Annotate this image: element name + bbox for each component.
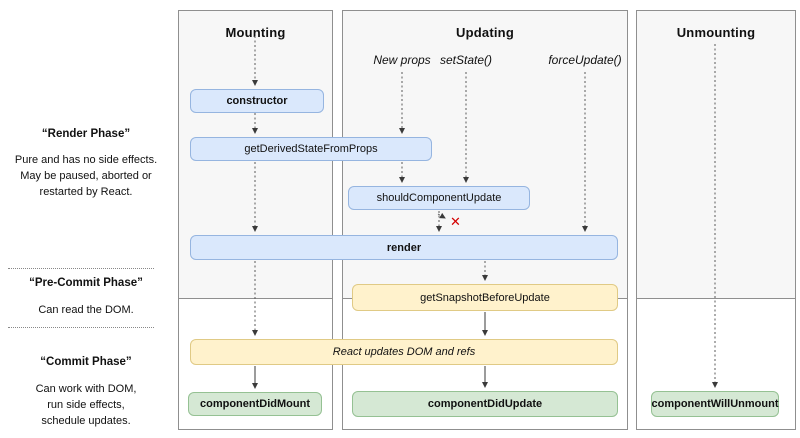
trigger-force-update: forceUpdate() [548, 53, 622, 67]
node-react-updates-dom-and-refs: React updates DOM and refs [190, 339, 618, 365]
commit-phase-description: Can work with DOM, run side effects, sch… [0, 381, 172, 429]
pre-commit-phase-description: Can read the DOM. [0, 302, 172, 318]
node-render: render [190, 235, 618, 260]
render-phase-desc-line: restarted by React. [39, 186, 133, 198]
commit-phase-title: “Commit Phase” [40, 356, 132, 368]
pre-commit-desc-line: Can read the DOM. [38, 304, 134, 316]
render-phase-description: Pure and has no side effects. May be pau… [0, 152, 172, 200]
unmounting-column-header: Unmounting [676, 25, 756, 40]
trigger-new-props: New props [373, 53, 431, 67]
pre-commit-phase-title: “Pre-Commit Phase” [29, 277, 143, 289]
node-get-snapshot-before-update: getSnapshotBeforeUpdate [352, 284, 618, 311]
render-phase-desc-line: May be paused, aborted or [20, 170, 152, 182]
node-should-component-update: shouldComponentUpdate [348, 186, 530, 210]
unmounting-column-render-area: Unmounting [636, 10, 796, 299]
trigger-set-state: setState() [439, 53, 493, 67]
node-constructor: constructor [190, 89, 324, 113]
render-phase-title: “Render Phase” [41, 128, 131, 140]
node-get-derived-state-from-props: getDerivedStateFromProps [190, 137, 432, 161]
commit-desc-line: Can work with DOM, [35, 383, 137, 395]
node-component-will-unmount: componentWillUnmount [651, 391, 779, 417]
updating-column-header: Updating [456, 25, 514, 40]
node-component-did-update: componentDidUpdate [352, 391, 618, 417]
phase-separator [8, 268, 154, 269]
phase-separator [8, 327, 154, 328]
render-phase-desc-line: Pure and has no side effects. [14, 154, 158, 166]
node-component-did-mount: componentDidMount [188, 392, 322, 416]
commit-desc-line: schedule updates. [41, 415, 131, 427]
commit-desc-line: run side effects, [47, 399, 125, 411]
mounting-column-header: Mounting [225, 25, 286, 40]
